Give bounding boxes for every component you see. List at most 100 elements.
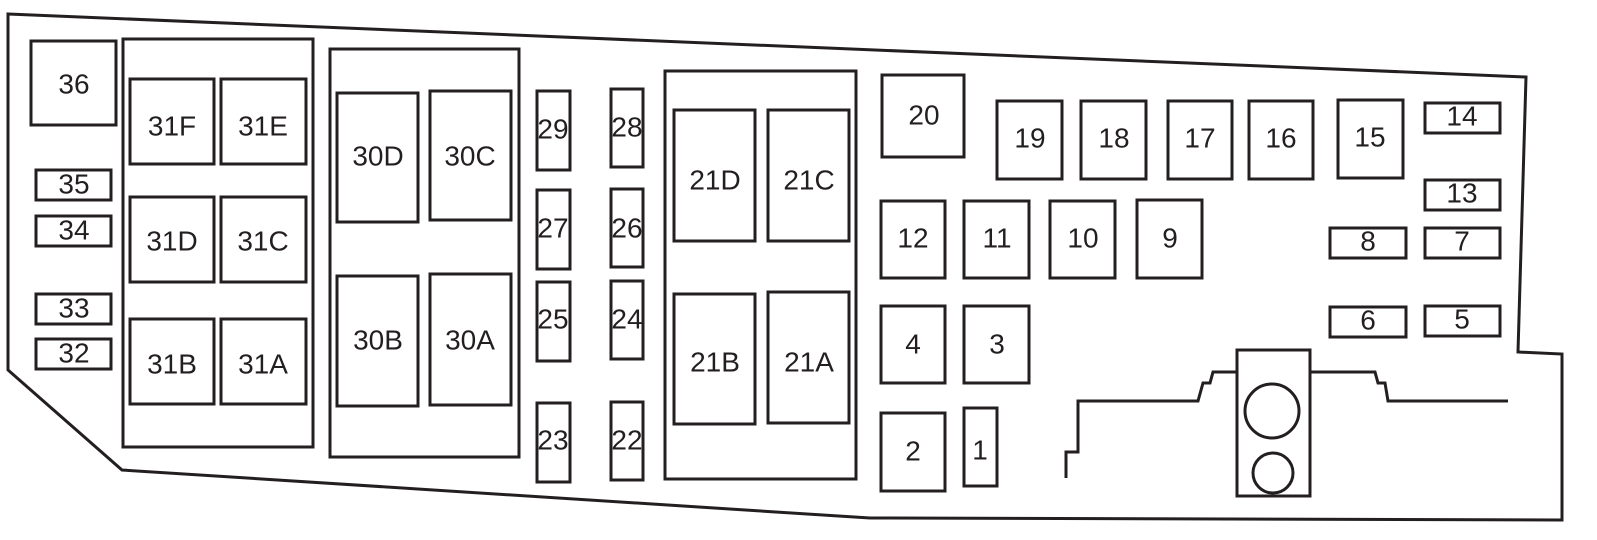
svg-text:31D: 31D: [146, 225, 197, 256]
fuse-23: 23: [535, 401, 572, 484]
svg-text:18: 18: [1098, 122, 1129, 153]
svg-text:30A: 30A: [445, 324, 495, 355]
relay-31A: 31A: [219, 317, 308, 406]
fuse-19: 19: [995, 99, 1064, 181]
fuse-1: 1: [962, 406, 999, 488]
svg-text:6: 6: [1360, 304, 1376, 335]
svg-text:29: 29: [537, 113, 568, 144]
svg-text:21C: 21C: [783, 164, 834, 195]
svg-text:24: 24: [611, 303, 642, 334]
svg-text:31B: 31B: [147, 348, 197, 379]
fuse-24: 24: [609, 279, 645, 361]
svg-text:21A: 21A: [784, 346, 834, 377]
svg-text:1: 1: [972, 434, 988, 465]
svg-text:36: 36: [58, 68, 89, 99]
svg-text:23: 23: [537, 424, 568, 455]
relay-30B: 30B: [335, 274, 420, 408]
relay-21C: 21C: [766, 108, 851, 243]
svg-text:26: 26: [611, 212, 642, 243]
svg-text:35: 35: [58, 168, 89, 199]
svg-text:30C: 30C: [444, 140, 495, 171]
svg-text:33: 33: [58, 292, 89, 323]
svg-text:19: 19: [1014, 122, 1045, 153]
svg-text:8: 8: [1360, 225, 1376, 256]
relay-21D: 21D: [672, 108, 757, 243]
svg-text:31A: 31A: [238, 348, 288, 379]
svg-text:31F: 31F: [148, 110, 196, 141]
relay-group-30-frame: [328, 47, 521, 459]
fuse-35: 35: [34, 168, 113, 202]
fuse-17: 17: [1166, 99, 1234, 181]
svg-text:22: 22: [611, 424, 642, 455]
fuse-box-outline: [6, 12, 1564, 522]
svg-text:30D: 30D: [352, 140, 403, 171]
relay-30A: 30A: [428, 272, 513, 407]
svg-text:13: 13: [1446, 177, 1477, 208]
svg-text:5: 5: [1454, 303, 1470, 334]
svg-text:4: 4: [905, 328, 921, 359]
fuse-22: 22: [609, 400, 645, 482]
fuse-15: 15: [1336, 98, 1405, 180]
fuse-18: 18: [1079, 99, 1148, 181]
fuse-16: 16: [1247, 99, 1315, 181]
svg-text:10: 10: [1067, 222, 1098, 253]
svg-text:7: 7: [1454, 225, 1470, 256]
fuse-8: 8: [1328, 225, 1408, 260]
svg-text:2: 2: [905, 435, 921, 466]
fuse-13: 13: [1423, 177, 1502, 212]
relay-21B: 21B: [672, 292, 757, 426]
fuse-28: 28: [609, 87, 645, 169]
svg-text:20: 20: [908, 99, 939, 130]
svg-text:32: 32: [58, 337, 89, 368]
fuse-10: 10: [1048, 199, 1117, 280]
relay-31D: 31D: [128, 195, 216, 284]
connector-socket-large: [1243, 382, 1301, 440]
svg-text:9: 9: [1162, 222, 1178, 253]
svg-text:31C: 31C: [237, 225, 288, 256]
svg-text:21D: 21D: [689, 164, 740, 195]
relay-group-21-frame: [663, 69, 858, 481]
fuse-26: 26: [609, 187, 645, 269]
connector-socket-small: [1251, 451, 1295, 495]
svg-text:15: 15: [1354, 121, 1385, 152]
fuse-7: 7: [1423, 225, 1502, 260]
fuse-29: 29: [535, 89, 572, 172]
svg-text:34: 34: [58, 214, 89, 245]
fuse-20: 20: [880, 73, 966, 159]
fuse-11: 11: [962, 199, 1031, 280]
connector-outline-right: [1310, 370, 1508, 403]
fuse-14: 14: [1423, 100, 1502, 135]
fuse-34: 34: [34, 214, 113, 248]
fuse-36: 36: [29, 39, 118, 127]
relay-31C: 31C: [219, 195, 308, 284]
fuse-9: 9: [1135, 198, 1204, 280]
fuse-4: 4: [879, 304, 947, 385]
svg-text:16: 16: [1265, 122, 1296, 153]
fuse-3: 3: [962, 304, 1031, 385]
fuse-27: 27: [535, 188, 572, 271]
connector-housing: [1235, 348, 1312, 498]
relay-31F: 31F: [128, 77, 216, 166]
svg-text:21B: 21B: [690, 346, 740, 377]
fuse-5: 5: [1423, 303, 1502, 338]
svg-text:3: 3: [989, 328, 1005, 359]
svg-text:31E: 31E: [238, 110, 288, 141]
fuse-25: 25: [535, 280, 572, 363]
fuse-2: 2: [879, 411, 947, 493]
fuse-12: 12: [879, 199, 947, 280]
fuse-32: 32: [34, 337, 113, 371]
svg-text:28: 28: [611, 111, 642, 142]
svg-text:14: 14: [1446, 100, 1477, 131]
svg-text:17: 17: [1184, 122, 1215, 153]
svg-text:11: 11: [982, 222, 1011, 253]
relay-30D: 30D: [335, 91, 420, 224]
fuse-6: 6: [1328, 304, 1408, 339]
svg-text:30B: 30B: [353, 324, 403, 355]
svg-text:25: 25: [537, 303, 568, 334]
relay-31B: 31B: [128, 317, 216, 406]
connector-outline: [1064, 370, 1237, 478]
relay-group-31-frame: [121, 37, 315, 449]
relay-30C: 30C: [428, 89, 513, 222]
svg-text:27: 27: [537, 212, 568, 243]
